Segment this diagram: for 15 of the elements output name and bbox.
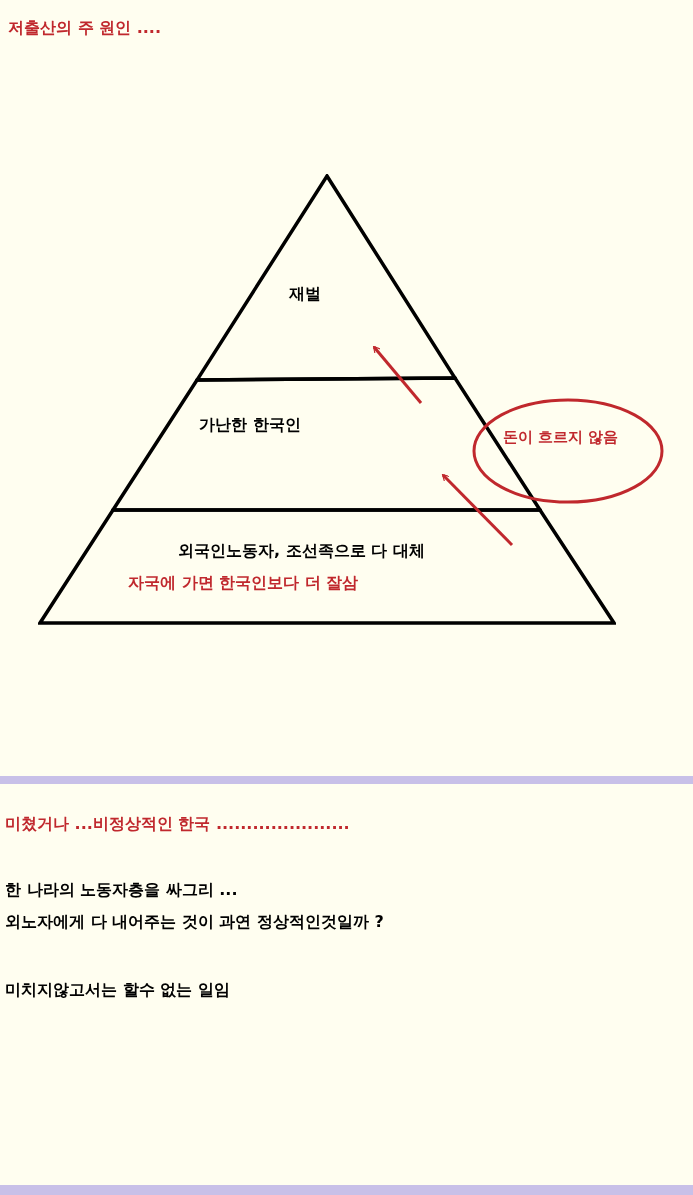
tier-note: 자국에 가면 한국인보다 더 잘삼 [128, 572, 359, 594]
arrow [372, 345, 423, 404]
page-heading: 저출산의 주 원인 .... [8, 17, 162, 39]
body-text: 미치지않고서는 할수 없는 일임 [5, 979, 230, 1001]
ellipse-label: 돈이 흐르지 않음 [503, 427, 619, 448]
section-heading: 미쳤거나 ...비정상적인 한국 ...................... [5, 813, 350, 835]
pyramid-tier [38, 508, 616, 625]
ellipse-callout [472, 398, 664, 504]
tier-label: 재벌 [289, 283, 321, 305]
body-text: 한 나라의 노동자층을 싸그리 ... [5, 879, 238, 901]
tier-label: 가난한 한국인 [199, 414, 301, 436]
arrow [441, 473, 514, 547]
pyramid-tier [195, 174, 457, 382]
body-text: 외노자에게 다 내어주는 것이 과연 정상적인것일까 ? [5, 911, 384, 933]
tier-label: 외국인노동자, 조선족으로 다 대체 [178, 540, 425, 562]
